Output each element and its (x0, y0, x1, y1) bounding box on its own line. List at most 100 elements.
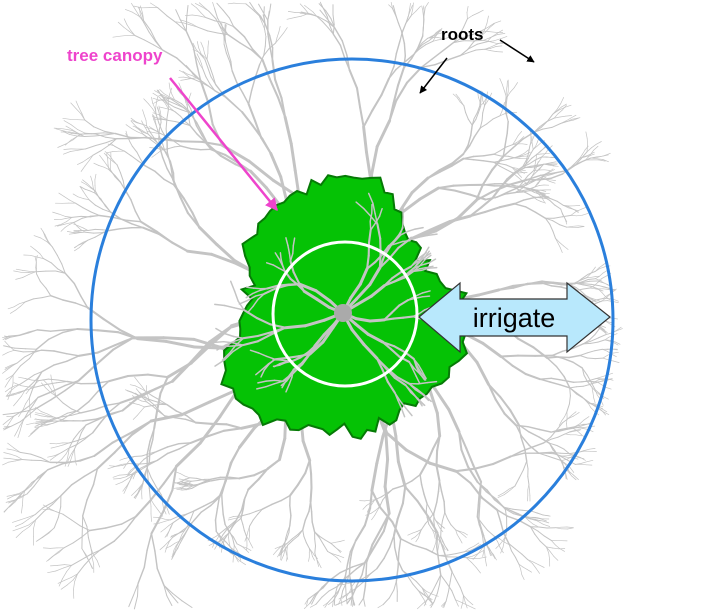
root-segment (531, 511, 537, 513)
root-segment (163, 50, 177, 58)
root-segment (280, 439, 285, 460)
root-segment (38, 392, 52, 398)
root-segment (576, 435, 582, 436)
root-segment (144, 99, 149, 104)
root-segment (136, 501, 150, 517)
root-segment (529, 432, 540, 437)
root-segment (494, 154, 501, 156)
root-segment (3, 352, 9, 355)
root-segment (240, 428, 255, 447)
root-segment (277, 32, 279, 38)
root-segment (35, 419, 42, 420)
root-segment (58, 380, 67, 382)
root-segment (168, 120, 176, 121)
root-segment (529, 484, 530, 490)
root-segment (70, 135, 77, 137)
root-segment (31, 429, 36, 434)
root-segment (132, 421, 151, 432)
root-segment (25, 299, 33, 302)
root-segment (131, 128, 137, 131)
root-segment (566, 116, 572, 117)
root-segment (494, 151, 500, 154)
root-segment (360, 108, 364, 127)
root-segment (169, 83, 170, 89)
root-segment (587, 460, 593, 461)
root-segment (141, 407, 145, 411)
root-segment (515, 549, 521, 554)
root-segment (536, 199, 541, 201)
root-segment (229, 538, 230, 543)
root-segment (357, 88, 360, 107)
root-segment (467, 16, 472, 19)
root-segment (74, 231, 79, 232)
root-segment (43, 380, 48, 385)
root-segment (602, 326, 606, 328)
root-segment (3, 462, 9, 465)
root-segment (506, 86, 507, 91)
root-segment (223, 346, 233, 347)
root-segment (475, 464, 493, 469)
root-segment (500, 36, 507, 38)
root-segment (266, 188, 280, 206)
root-segment (4, 453, 11, 455)
root-segment (478, 10, 483, 13)
root-segment (519, 174, 522, 177)
root-segment (124, 27, 130, 31)
root-segment (491, 51, 497, 52)
root-segment (131, 156, 138, 161)
root-segment (248, 479, 258, 489)
root-segment (93, 555, 97, 561)
root-segment (249, 91, 252, 104)
root-segment (396, 41, 400, 54)
root-segment (83, 191, 86, 195)
root-segment (20, 517, 28, 520)
root-segment (574, 475, 579, 479)
root-segment (261, 138, 271, 153)
root-segment (538, 531, 545, 536)
root-segment (585, 146, 588, 150)
root-segment (464, 106, 466, 113)
root-segment (194, 512, 202, 521)
root-segment (506, 145, 513, 147)
root-segment (155, 171, 164, 179)
root-segment (593, 267, 596, 271)
root-segment (203, 69, 206, 77)
root-segment (137, 152, 141, 159)
root-segment (328, 551, 333, 554)
root-segment (89, 391, 99, 402)
root-segment (5, 341, 9, 346)
root-segment (18, 396, 22, 401)
root-segment (346, 585, 347, 594)
root-segment (527, 570, 531, 573)
root-segment (249, 535, 250, 540)
root-segment (284, 28, 288, 33)
root-segment (437, 533, 438, 547)
root-segment (536, 169, 540, 173)
root-segment (198, 27, 208, 31)
root-segment (430, 463, 456, 471)
root-segment (247, 548, 252, 551)
root-segment (334, 596, 335, 605)
root-segment (104, 133, 116, 134)
root-segment (544, 536, 551, 541)
root-segment (159, 411, 165, 416)
root-segment (97, 561, 100, 568)
root-segment (182, 601, 192, 608)
root-segment (106, 137, 117, 138)
root-segment (108, 164, 109, 169)
root-segment (410, 3, 411, 9)
root-segment (580, 353, 587, 356)
root-segment (434, 593, 437, 602)
root-segment (477, 505, 478, 517)
root-segment (558, 357, 569, 358)
root-segment (29, 431, 35, 436)
root-segment (522, 144, 527, 145)
root-segment (402, 24, 405, 32)
root-segment (425, 594, 429, 599)
root-segment (166, 341, 194, 347)
root-segment (95, 205, 102, 209)
root-segment (493, 457, 511, 465)
root-segment (222, 504, 223, 514)
root-segment (533, 524, 538, 526)
root-segment (94, 443, 112, 456)
